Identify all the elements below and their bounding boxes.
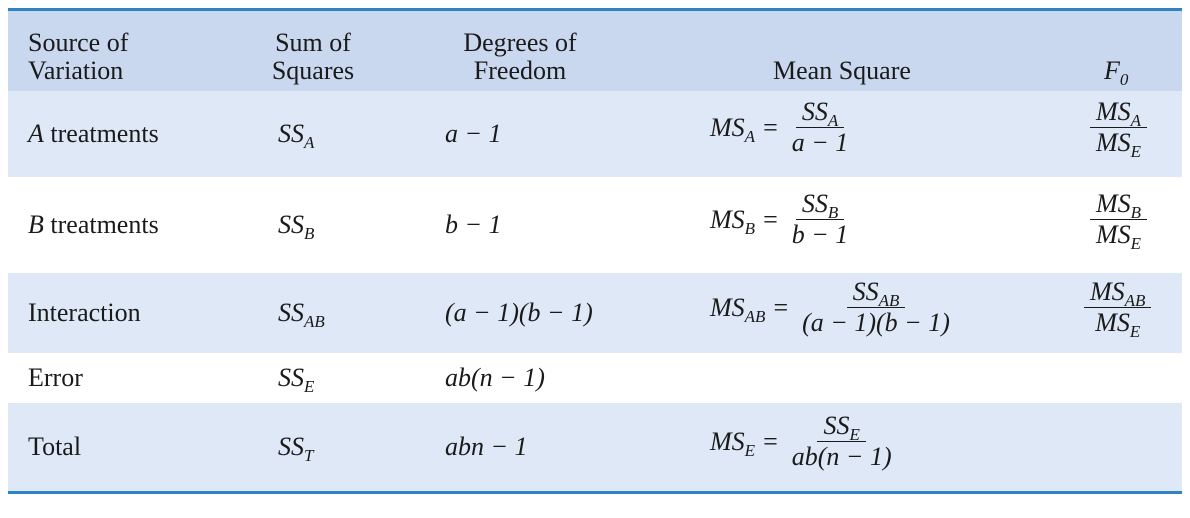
source-cell: B treatments: [28, 210, 159, 239]
anova-table: Source of Variation Sum of Squares Degre…: [8, 8, 1182, 494]
ss-cell: SST: [278, 432, 314, 465]
header-row: Source of Variation Sum of Squares Degre…: [8, 11, 1182, 91]
ss-cell: SSA: [278, 119, 315, 152]
source-cell: Interaction: [28, 298, 141, 327]
df-cell: abn − 1: [445, 432, 528, 461]
header-degrees-of-freedom: Degrees of Freedom: [463, 28, 577, 85]
table-row: Error SSE ab(n − 1): [8, 353, 1182, 403]
ss-cell: SSE: [278, 363, 315, 396]
header-sum-of-squares: Sum of Squares: [271, 28, 355, 85]
bottom-rule: [8, 491, 1182, 494]
df-cell: a − 1: [445, 119, 502, 148]
header-source: Source of Variation: [28, 28, 129, 85]
table-row: Interaction SSAB (a − 1)(b − 1) MSAB = S…: [8, 273, 1182, 353]
source-cell: A treatments: [28, 119, 159, 148]
ss-cell: SSAB: [278, 298, 325, 331]
header-f0: F0: [1104, 56, 1129, 89]
source-cell: Error: [28, 363, 83, 392]
df-cell: (a − 1)(b − 1): [445, 298, 593, 327]
top-rule: [8, 8, 1182, 11]
df-cell: b − 1: [445, 210, 502, 239]
ms-cell: MSAB = SSAB(a − 1)(b − 1): [710, 277, 950, 337]
df-cell: ab(n − 1): [445, 363, 545, 392]
source-cell: Total: [28, 432, 82, 461]
ss-cell: SSB: [278, 210, 315, 243]
header-mean-square: Mean Square: [773, 56, 911, 85]
